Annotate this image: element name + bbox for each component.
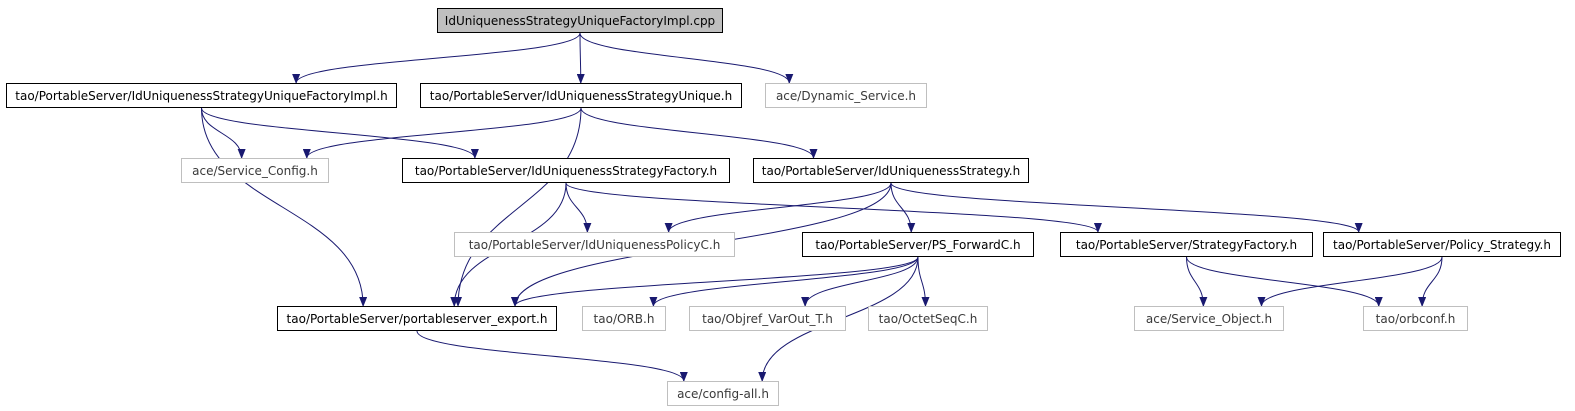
edge-strategy-to-policy_strat	[890, 182, 1363, 233]
node-objref-varout-h: tao/Objref_VarOut_T.h	[689, 306, 846, 331]
node-orb-h: tao/ORB.h	[582, 306, 666, 331]
edge-strategy-to-ps_forward	[890, 182, 916, 233]
node-ps-forward-c-h[interactable]: tao/PortableServer/PS_ForwardC.h	[802, 232, 1034, 257]
node-orbconf-h: tao/orbconf.h	[1363, 306, 1468, 331]
edge-factory_impl-to-ps_export	[201, 107, 368, 307]
edge-strat_unique-to-svc_config	[302, 107, 582, 159]
edge-strat_unique-to-strategy	[580, 107, 818, 159]
node-strategy-factory-h[interactable]: tao/PortableServer/IdUniquenessStrategyF…	[402, 158, 730, 183]
edge-strat_unique-to-ps_export	[454, 107, 582, 307]
edge-policy_strat-to-svc_object	[1257, 256, 1443, 307]
node-policy-strategy-h[interactable]: tao/PortableServer/Policy_Strategy.h	[1323, 232, 1561, 257]
node-config-all-h: ace/config-all.h	[667, 381, 779, 406]
node-root-cpp: IdUniquenessStrategyUniqueFactoryImpl.cp…	[437, 8, 723, 33]
edge-ps_export-to-config_all	[416, 330, 688, 382]
edge-factory_impl-to-strat_factory	[201, 107, 479, 159]
edge-sfactory-to-svc_object	[1186, 256, 1208, 307]
edge-root-to-factory_impl	[292, 32, 581, 84]
node-strategy-unique-h[interactable]: tao/PortableServer/IdUniquenessStrategyU…	[420, 83, 742, 108]
edge-root-to-dyn_service	[579, 32, 794, 84]
node-strategy-h[interactable]: tao/PortableServer/IdUniquenessStrategy.…	[753, 158, 1029, 183]
edge-ps_forward-to-orb	[649, 256, 919, 307]
node-factory-impl-h[interactable]: tao/PortableServer/IdUniquenessStrategyU…	[6, 83, 397, 108]
edge-strat_factory-to-sfactory	[565, 182, 1102, 233]
node-strategy-factory-base-h[interactable]: tao/PortableServer/StrategyFactory.h	[1060, 232, 1313, 257]
edge-ps_forward-to-objref	[801, 256, 919, 307]
edge-ps_forward-to-ps_export	[511, 256, 919, 307]
node-service-config-h: ace/Service_Config.h	[181, 158, 329, 183]
node-octetseq-c-h: tao/OctetSeqC.h	[868, 306, 988, 331]
edge-strategy-to-policy_c	[664, 182, 892, 233]
node-dynamic-service-h: ace/Dynamic_Service.h	[765, 83, 927, 108]
edge-strat_factory-to-policy_c	[565, 182, 592, 233]
edge-sfactory-to-orbconf	[1186, 256, 1383, 307]
edge-policy_strat-to-orbconf	[1418, 256, 1443, 307]
edge-ps_forward-to-octet	[917, 256, 930, 307]
edge-factory_impl-to-svc_config	[201, 107, 246, 159]
node-portableserver-export-h[interactable]: tao/PortableServer/portableserver_export…	[277, 306, 557, 331]
node-policy-c-h: tao/PortableServer/IdUniquenessPolicyC.h	[454, 232, 735, 257]
edge-root-to-strat_unique	[576, 32, 585, 84]
node-service-object-h: ace/Service_Object.h	[1134, 306, 1284, 331]
